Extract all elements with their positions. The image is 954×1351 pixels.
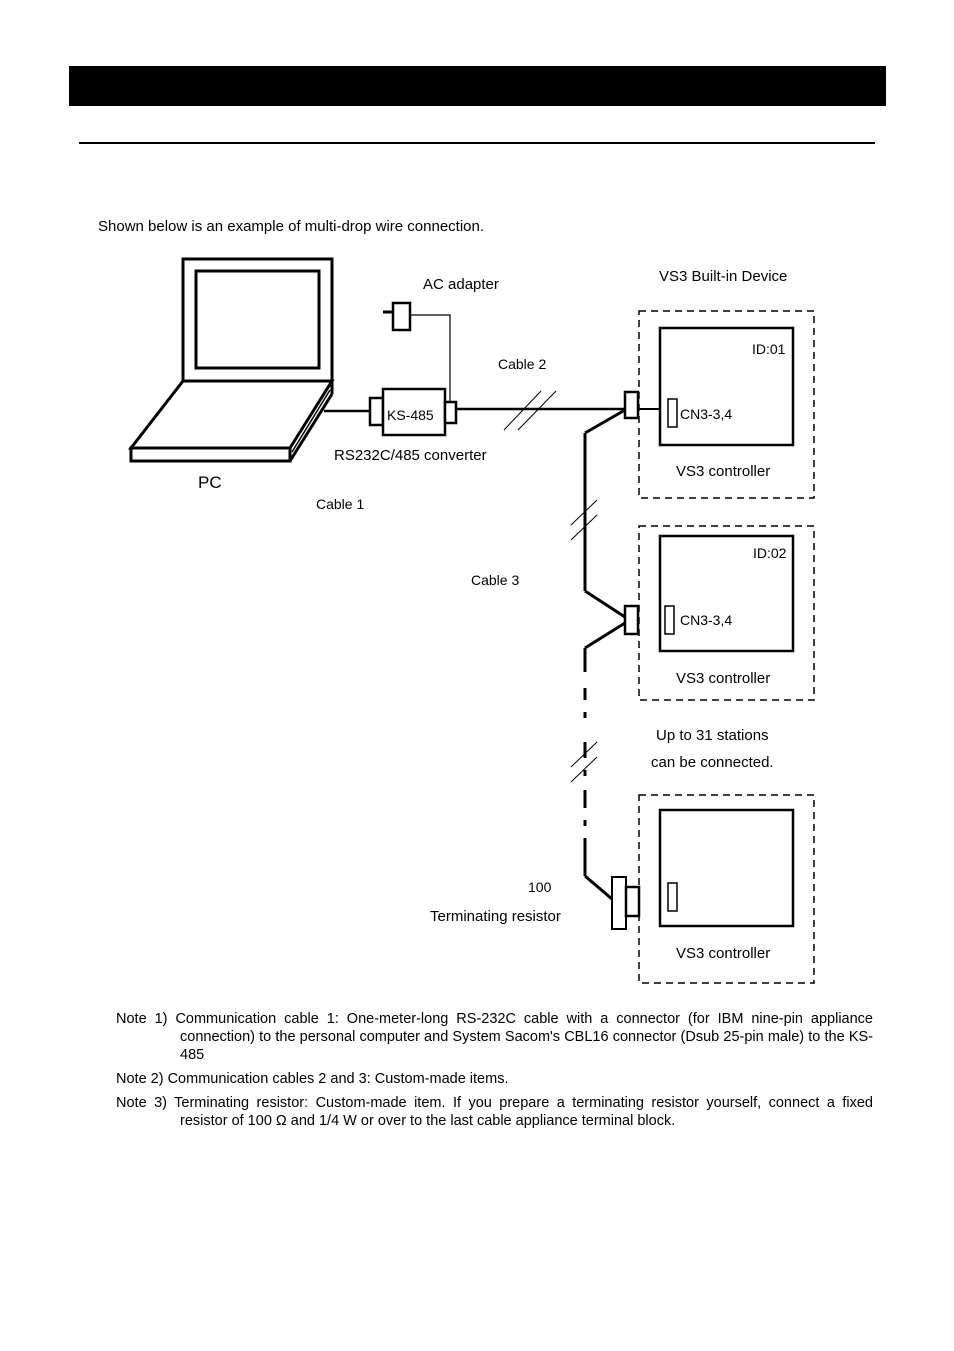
cable-2-slash-marks (503, 390, 557, 431)
pc-laptop-icon (127, 257, 335, 463)
intro-text: Shown below is an example of multi-drop … (98, 218, 485, 235)
bus-connector-3 (624, 885, 641, 918)
stations-note-line-1: Up to 31 stations (656, 727, 769, 744)
controller-label-2: VS3 controller (676, 670, 770, 687)
note-2: Note 2) Communication cables 2 and 3: Cu… (116, 1071, 509, 1087)
cn3-connector-3 (667, 882, 678, 912)
cable-3-slash-marks (570, 499, 598, 783)
controller-label-1: VS3 controller (676, 463, 770, 480)
controller-id-1: ID:01 (752, 341, 786, 357)
device-enclosure-1 (638, 310, 815, 499)
ks485-converter (368, 387, 458, 437)
cn3-connector-1 (667, 398, 678, 428)
cn3-connector-2 (664, 605, 675, 635)
notes-section: Note 1) Communication cable 1: One-meter… (116, 1010, 873, 1136)
controller-box-3 (658, 808, 795, 928)
header-bar (69, 66, 886, 106)
ac-adapter-label: AC adapter (423, 276, 499, 293)
header-rule (79, 142, 875, 144)
controller-label-3: VS3 controller (676, 945, 770, 962)
cable-3-label: Cable 3 (471, 572, 519, 588)
cable-1-label: Cable 1 (316, 496, 364, 512)
controller-box-2 (658, 534, 795, 653)
bus-connector-2 (623, 604, 640, 636)
device-enclosure-2 (638, 525, 815, 701)
terminating-resistor-label: Terminating resistor (430, 908, 561, 925)
cn3-label-2: CN3-3,4 (680, 612, 732, 628)
converter-label: RS232C/485 converter (334, 447, 487, 464)
cable-3 (583, 408, 626, 901)
cn3-label-1: CN3-3,4 (680, 406, 732, 422)
ks485-label: KS-485 (387, 407, 434, 423)
cable-2-label: Cable 2 (498, 356, 546, 372)
controller-box-1 (658, 326, 795, 447)
resistor-value-label: 100 (528, 879, 552, 895)
terminating-resistor-block (611, 876, 627, 930)
ac-adapter-icon (383, 301, 451, 402)
built-in-device-label: VS3 Built-in Device (659, 268, 787, 285)
pc-label: PC (198, 473, 222, 492)
device-enclosure-3 (638, 794, 815, 984)
note-3: Note 3) Terminating resistor: Custom-mad… (116, 1095, 873, 1129)
stations-note-line-2: can be connected. (651, 754, 774, 771)
bus-connector-1 (623, 390, 640, 420)
note-1: Note 1) Communication cable 1: One-meter… (116, 1011, 873, 1063)
controller-id-2: ID:02 (753, 545, 787, 561)
